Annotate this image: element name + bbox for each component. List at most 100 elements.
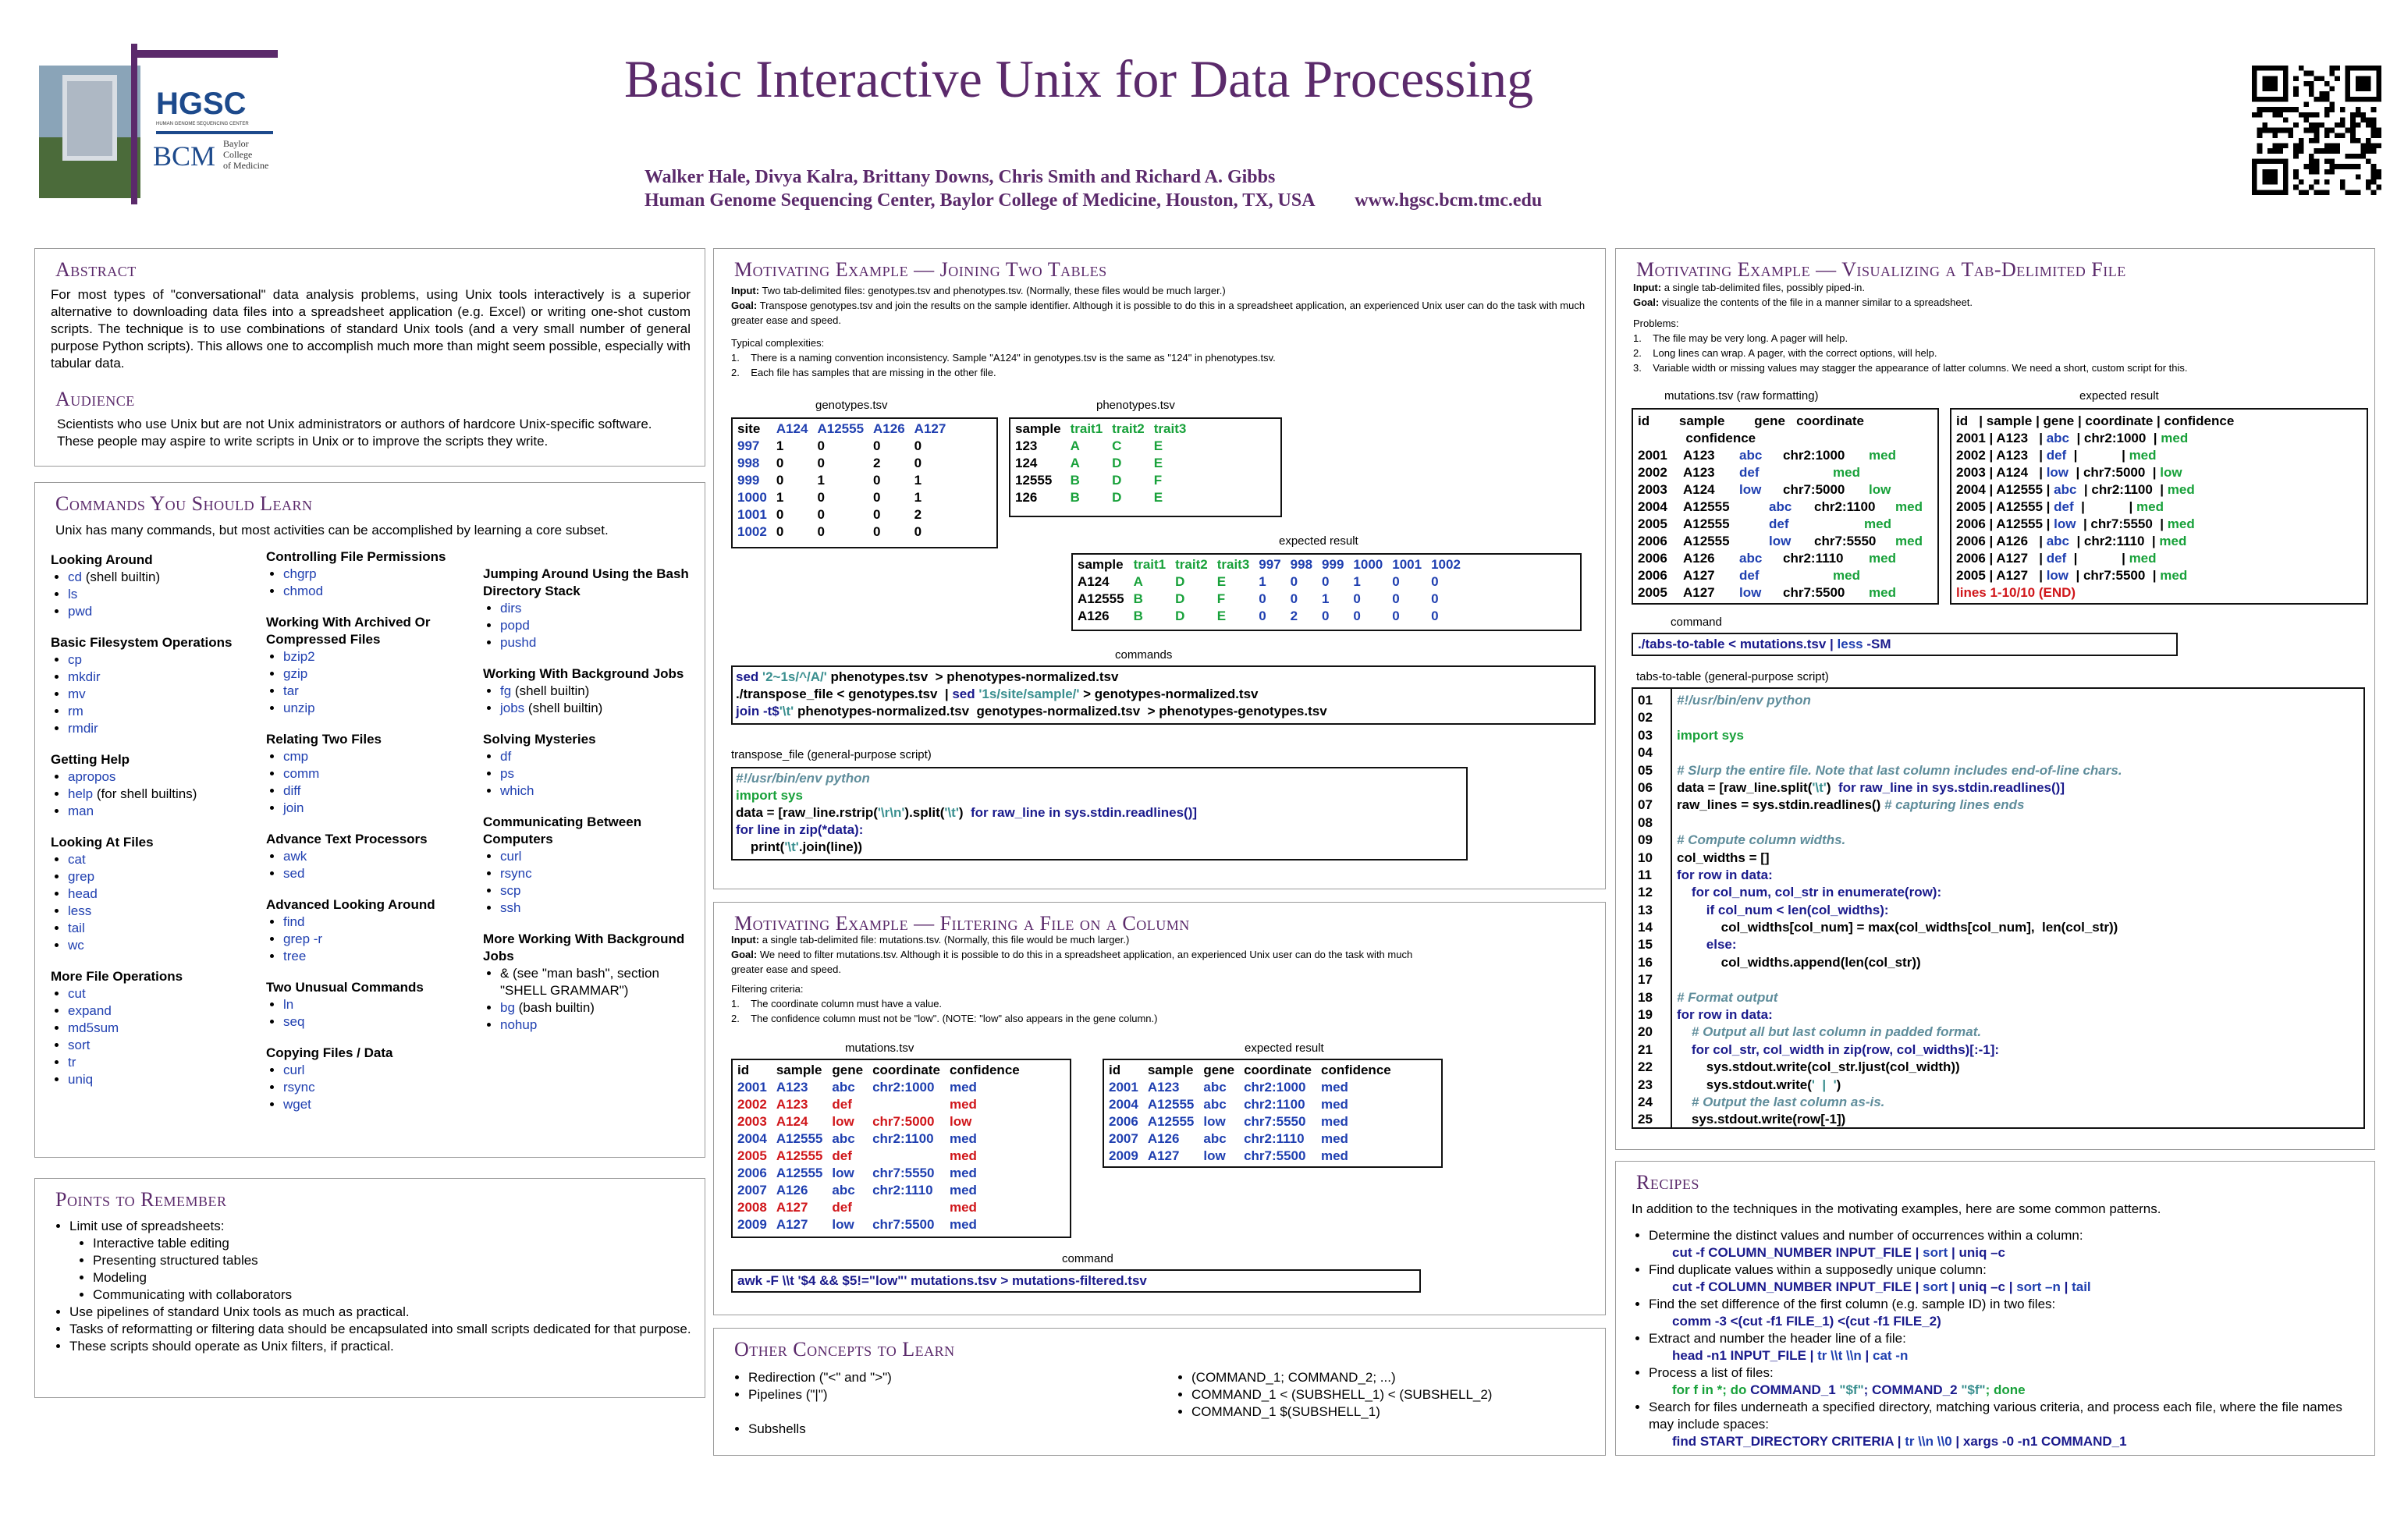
command-line: join -t$'\t' phenotypes-normalized.tsv g… [736, 703, 1591, 720]
command-name[interactable]: bzip2 [283, 649, 315, 664]
command-name[interactable]: rmdir [68, 721, 98, 736]
command-name[interactable]: rsync [283, 1080, 315, 1095]
command-name[interactable]: grep -r [283, 931, 323, 946]
command-name[interactable]: join [283, 800, 304, 815]
command-name[interactable]: curl [500, 849, 522, 864]
command-name[interactable]: man [68, 804, 94, 818]
command-name[interactable]: ln [283, 997, 294, 1012]
command-name[interactable]: sed [283, 866, 305, 881]
command-name[interactable]: chgrp [283, 566, 317, 581]
command-name[interactable]: tail [68, 921, 85, 935]
table-cell: E [1216, 574, 1227, 589]
table-cell: confidence [949, 1063, 1020, 1077]
qr-code[interactable] [2252, 66, 2381, 195]
code-token: ) [1836, 1077, 1841, 1092]
command-name[interactable]: gzip [283, 666, 308, 681]
command-name[interactable]: ls [68, 587, 78, 601]
command-name[interactable]: tree [283, 949, 307, 963]
command-name[interactable]: rsync [500, 866, 532, 881]
table-cell: trait3 [1216, 557, 1250, 572]
recipes-list: Determine the distinct values and number… [1632, 1227, 2365, 1450]
command-name[interactable]: chmod [283, 584, 324, 598]
command-name[interactable]: scp [500, 883, 521, 898]
filter-heading: Motivating Example — Filtering a File on… [734, 912, 1190, 935]
command-name[interactable]: diff [283, 783, 301, 798]
command-name[interactable]: grep [68, 869, 95, 884]
command-name[interactable]: df [500, 749, 512, 764]
cell: low [2046, 465, 2072, 480]
command-list: dirs popd pushd [483, 600, 694, 651]
website-link[interactable]: www.hgsc.bcm.tmc.edu [1355, 190, 1543, 211]
command-name[interactable]: which [500, 783, 534, 798]
command-name[interactable]: rm [68, 704, 83, 719]
table-cell: A126 [1147, 1131, 1180, 1146]
command-name[interactable]: mkdir [68, 669, 101, 684]
command-name[interactable]: curl [283, 1063, 305, 1077]
command-name[interactable]: less [68, 903, 92, 918]
recipe-code: for f in *; do COMMAND_1 "$f"; COMMAND_2… [1649, 1382, 2365, 1399]
command-name[interactable]: expand [68, 1003, 112, 1018]
command-name[interactable]: sort [68, 1038, 91, 1052]
table-cell: 998 [737, 456, 760, 470]
command-name[interactable]: comm [283, 766, 320, 781]
command-name[interactable]: seq [283, 1014, 305, 1029]
command-name[interactable]: popd [500, 618, 530, 633]
command-name[interactable]: pushd [500, 635, 537, 650]
table-cell: C [1112, 438, 1122, 453]
command-name[interactable]: head [68, 886, 98, 901]
command-name[interactable]: ssh [500, 900, 521, 915]
other-left-list: Redirection ("<" and ">") Pipelines ("|"… [731, 1369, 1121, 1438]
command-name[interactable]: unzip [283, 701, 315, 715]
command-item: gzip [283, 665, 477, 683]
command-name[interactable]: bg [500, 1000, 515, 1015]
visual-expected-box: id | sample | gene | coordinate | confid… [1950, 408, 2368, 605]
command-name[interactable]: help [68, 786, 94, 801]
raw-cell: med [1895, 499, 1923, 514]
table-cell: B [1070, 473, 1080, 488]
command-item: sort [68, 1037, 261, 1054]
command-name[interactable]: pwd [68, 604, 93, 619]
command-name[interactable]: nohup [500, 1017, 538, 1032]
recipe-text: Find the set difference of the first col… [1649, 1297, 2056, 1311]
command-name[interactable]: cut [68, 986, 86, 1001]
table-cell: 2009 [737, 1217, 767, 1232]
command-name[interactable]: dirs [500, 601, 522, 616]
table-cell: trait1 [1133, 557, 1167, 572]
raw-cell: abc [1739, 551, 1763, 566]
command-name[interactable]: cd [68, 570, 82, 584]
code-token: cut -f COLUMN_NUMBER INPUT_FILE | [1672, 1245, 1923, 1260]
command-name[interactable]: tr [68, 1055, 76, 1070]
script-line: # Output all but last column in padded f… [1677, 1024, 2122, 1041]
command-name[interactable]: wget [283, 1097, 311, 1112]
command-name[interactable]: uniq [68, 1072, 94, 1087]
command-name[interactable]: cat [68, 852, 86, 867]
command-name[interactable]: md5sum [68, 1020, 119, 1035]
command-name[interactable]: ps [500, 766, 514, 781]
command-item: rm [68, 703, 261, 720]
command-name[interactable]: wc [68, 938, 84, 953]
table-cell: 2 [873, 456, 881, 470]
command-name[interactable]: fg [500, 683, 512, 698]
command-name[interactable]: cp [68, 652, 82, 667]
command-name[interactable]: tar [283, 683, 299, 698]
command-name[interactable]: find [283, 914, 305, 929]
command-item: bzip2 [283, 648, 477, 665]
line-number: 05 [1638, 762, 1653, 778]
command-name[interactable]: jobs [500, 701, 525, 715]
table-cell: 0 [776, 473, 784, 488]
script-line: #!/usr/bin/env python [736, 770, 1463, 787]
command-name[interactable]: cmp [283, 749, 309, 764]
recipe-code: cut -f COLUMN_NUMBER INPUT_FILE | sort |… [1649, 1279, 2365, 1296]
command-name[interactable]: mv [68, 687, 86, 701]
command-name[interactable]: apropos [68, 769, 116, 784]
table-cell: 0 [776, 456, 784, 470]
mutations-label: mutations.tsv [845, 1041, 914, 1055]
command-name[interactable]: awk [283, 849, 307, 864]
